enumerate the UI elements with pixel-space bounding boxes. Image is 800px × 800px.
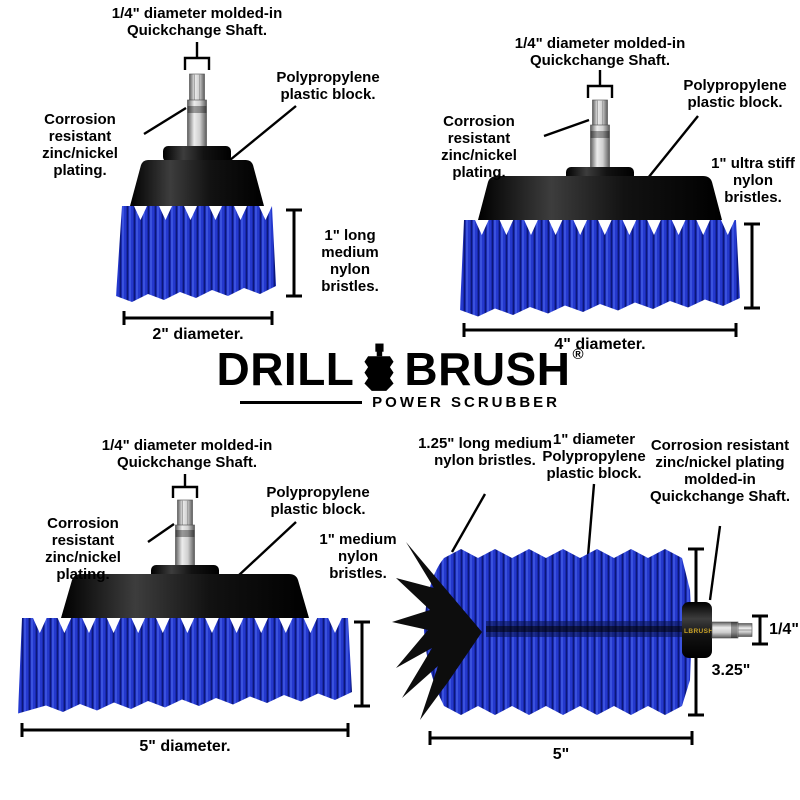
diameter-label: 5" diameter. [139,738,231,755]
block [130,146,264,206]
brush-4in-illustration [460,70,760,337]
shaft [187,73,207,149]
bristles [116,206,276,302]
brush-logo-icon [364,343,394,391]
bristle-label: 1.25" long medium nylon bristles. [418,435,552,469]
block-label: Polypropylene plastic block. [276,69,380,103]
shaft-dim-label: 1/4" [769,621,799,638]
block-label: 1" diameter Polypropylene plastic block. [542,431,646,482]
plating-label: Corrosion resistant zinc/nickel plating. [45,515,121,583]
height-dim-label: 3.25" [711,662,751,679]
shaft-label: 1/4" diameter molded-in Quickchange Shaf… [101,437,273,471]
brush-5in-panel: 1/4" diameter molded-in Quickchange Shaf… [0,430,400,790]
bristles [18,618,352,714]
bristle-label: 1" medium nylon bristles. [319,531,397,582]
brush-cylinder-panel: LBRUSH 1.25" long medium nylon bristles.… [390,430,800,800]
shaft-leader-line [708,525,722,601]
bristle-core-line [486,626,682,632]
bristle-height-dimension [744,222,760,310]
bristles [460,220,740,317]
shaft-dimension [752,614,768,646]
hub: LBRUSH [682,602,713,658]
diameter-dimension [122,311,274,325]
diameter-label: 2" diameter. [152,326,244,343]
drillbrush-logo: DRILL BRUSH ® POWER SCRUBBER [212,342,588,411]
block-leader-line [237,521,297,577]
logo-tagline: POWER SCRUBBER [372,394,560,411]
brush-5in-illustration [18,474,370,737]
plating-leader-line [143,106,187,136]
shaft-callout-bracket [586,70,614,98]
logo-word-drill: DRILL [216,343,355,395]
shaft-label: Corrosion resistant zinc/nickel plating … [649,437,791,505]
length-dim-label: 5" [552,746,570,763]
bristle-label: 1" long medium nylon bristles. [321,227,379,295]
plating-leader-line [147,523,175,543]
registered-mark: ® [572,346,584,363]
length-dimension [428,731,694,745]
block-label: Polypropylene plastic block. [683,77,787,111]
plating-label: Corrosion resistant zinc/nickel plating. [42,111,118,179]
plating-label: Corrosion resistant zinc/nickel plating. [441,113,517,181]
diameter-dimension [462,323,738,337]
shaft-callout-bracket [183,42,211,70]
diameter-label: 4" diameter. [554,336,646,353]
bristle-height-dimension [286,208,302,298]
block-label: Polypropylene plastic block. [266,484,370,518]
shaft-callout-bracket [171,474,199,498]
brush-2in-panel: 1/4" diameter molded-in Quickchange Shaf… [0,0,400,350]
shaft [175,499,195,568]
block-leader-line [229,105,297,161]
bristle-height-dimension [354,620,370,708]
brush-4in-panel: 1/4" diameter molded-in Quickchange Shaf… [400,30,800,360]
shaft-label: 1/4" diameter molded-in Quickchange Shaf… [514,35,686,69]
diameter-dimension [20,723,350,737]
block [61,565,309,618]
block [478,167,722,220]
plating-leader-line [543,118,590,138]
bristle-leader-line [450,493,487,553]
logo-word-brush: BRUSH [404,343,571,395]
tagline-rule [240,400,363,405]
shaft [590,99,610,170]
shaft [711,621,753,639]
brush-cylinder-illustration: LBRUSH [392,483,768,745]
hub-brand-text: LBRUSH [684,628,713,635]
bristle-label: 1" ultra stiff nylon bristles. [711,155,795,206]
block-leader-line [647,115,699,179]
shaft-label: 1/4" diameter molded-in Quickchange Shaf… [111,5,283,39]
brush-2in-illustration [116,42,302,325]
end-bristles-black [392,542,482,720]
